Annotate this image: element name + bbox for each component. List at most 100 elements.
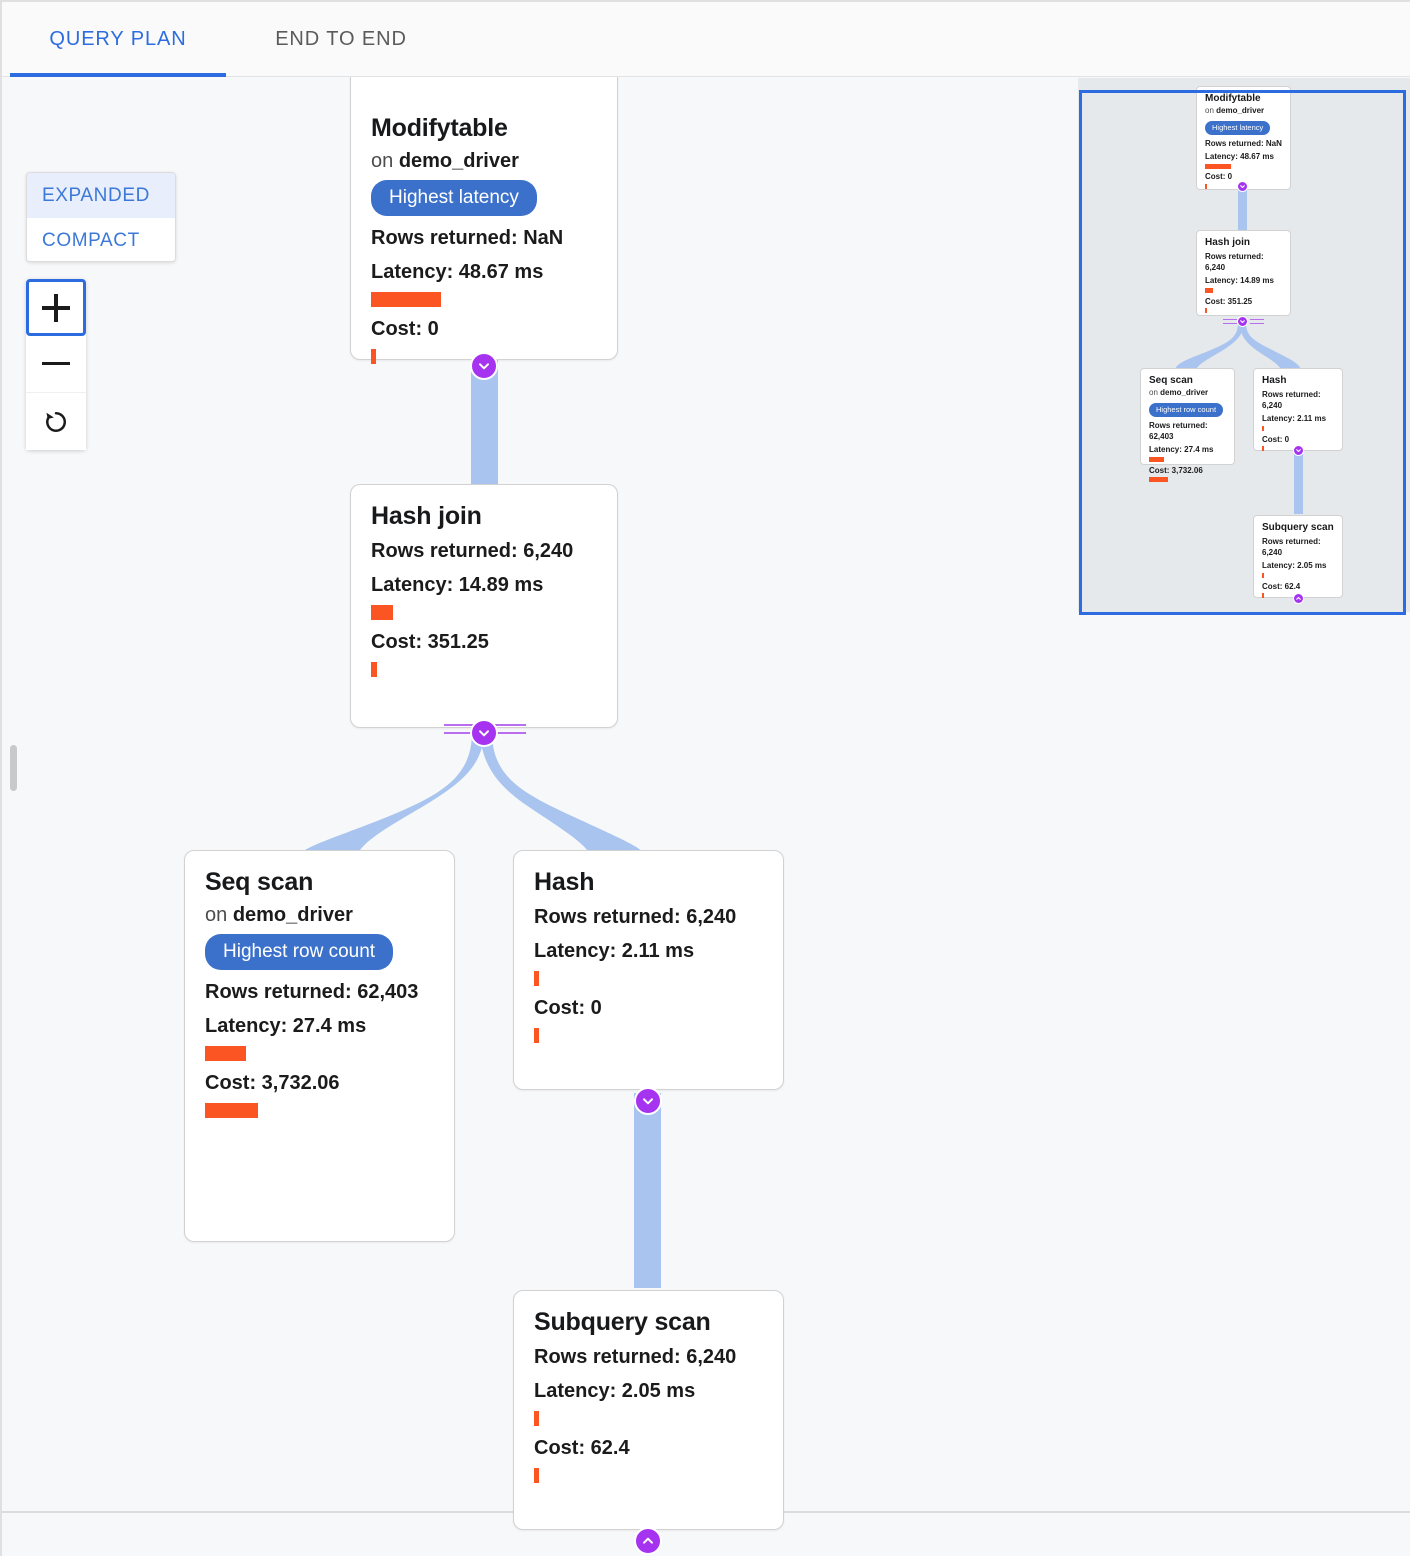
tab-end-to-end[interactable]: END TO END bbox=[234, 2, 448, 77]
expand-toggle-subquery-scan[interactable] bbox=[634, 1527, 662, 1555]
mm-status-badge: Highest row count bbox=[1149, 402, 1224, 417]
mm-cost: Cost: 62.4 bbox=[1262, 581, 1301, 591]
mm-cost: Cost: 0 bbox=[1205, 172, 1233, 182]
on-prefix: on bbox=[205, 903, 233, 926]
chevron-down-icon bbox=[1240, 320, 1245, 324]
status-badge: Highest latency bbox=[371, 179, 537, 216]
mm-latency: Latency: 27.4 ms bbox=[1149, 445, 1214, 455]
mm-latency-bar bbox=[1205, 288, 1213, 294]
rows-returned: Rows returned: 6,240 bbox=[371, 539, 574, 562]
rows-returned: Rows returned: 6,240 bbox=[534, 905, 737, 928]
tab-active-underline bbox=[10, 73, 226, 77]
reset-view-button[interactable] bbox=[26, 393, 86, 450]
mm-rows: Rows returned: NaN bbox=[1205, 139, 1282, 149]
plan-node-subquery-scan[interactable]: Subquery scan Rows returned: 6,240 Laten… bbox=[513, 1290, 784, 1530]
latency-label: Latency: 14.89 ms bbox=[371, 573, 544, 596]
chevron-down-icon bbox=[479, 730, 489, 737]
latency-bar bbox=[534, 970, 539, 986]
node-title: Modifytable bbox=[371, 114, 508, 142]
rows-returned: Rows returned: 6,240 bbox=[534, 1345, 737, 1368]
edge-hashjoin-seqscan bbox=[292, 732, 484, 867]
edge-hashjoin-hash bbox=[480, 732, 652, 867]
latency-bar bbox=[534, 1410, 539, 1426]
chevron-up-icon bbox=[1296, 596, 1301, 600]
collapse-toggle-modifytable[interactable] bbox=[470, 352, 498, 380]
minimap-join-rule bbox=[1223, 323, 1237, 324]
rows-returned: Rows returned: NaN bbox=[371, 226, 564, 249]
latency-bar bbox=[371, 291, 441, 307]
on-prefix: on bbox=[1149, 388, 1161, 397]
display-mode-toggle[interactable]: EXPANDED COMPACT bbox=[26, 172, 176, 262]
collapse-toggle-hash[interactable] bbox=[634, 1087, 662, 1115]
plan-node-hash[interactable]: Hash Rows returned: 6,240 Latency: 2.11 … bbox=[513, 850, 784, 1090]
mm-node-relation: on demo_driver bbox=[1149, 387, 1227, 399]
node-title: Hash join bbox=[371, 502, 482, 530]
cost-bar bbox=[371, 661, 377, 677]
plan-node-hash-join[interactable]: Hash join Rows returned: 6,240 Latency: … bbox=[350, 484, 618, 728]
cost-bar bbox=[534, 1027, 539, 1043]
mm-latency-bar bbox=[1262, 573, 1264, 579]
status-badge: Highest row count bbox=[205, 933, 394, 970]
mm-node-title: Seq scan bbox=[1149, 375, 1193, 386]
node-relation: on demo_driver bbox=[371, 146, 597, 176]
mm-rows: Rows returned: 6,240 bbox=[1262, 537, 1321, 558]
tab-query-plan-label: QUERY PLAN bbox=[49, 28, 187, 50]
mm-cost: Cost: 3,732.06 bbox=[1149, 465, 1203, 475]
relation-name: demo_driver bbox=[1160, 388, 1209, 397]
mm-latency: Latency: 48.67 ms bbox=[1205, 152, 1274, 162]
tab-query-plan[interactable]: QUERY PLAN bbox=[10, 2, 226, 77]
plan-node-modifytable[interactable]: Modifytable on demo_driver Highest laten… bbox=[350, 77, 618, 364]
minimap-node-modifytable: Modifytable on demo_driver Highest laten… bbox=[1196, 86, 1291, 190]
plan-node-seq-scan[interactable]: Seq scan on demo_driver Highest row coun… bbox=[184, 850, 455, 1242]
zoom-out-button[interactable] bbox=[26, 336, 86, 393]
minimap-node-subquery-scan: Subquery scan Rows returned: 6,240 Laten… bbox=[1253, 515, 1343, 599]
mode-compact-button[interactable]: COMPACT bbox=[27, 218, 175, 261]
mm-node-title: Hash join bbox=[1205, 237, 1251, 248]
cost-label: Cost: 351.25 bbox=[371, 630, 489, 653]
zoom-controls[interactable] bbox=[26, 279, 86, 450]
minimap-join-rule bbox=[1250, 323, 1264, 324]
minimap-toggle-hash bbox=[1293, 445, 1304, 456]
canvas-scroll-handle[interactable] bbox=[10, 745, 17, 791]
minimap-node-hash-join: Hash join Rows returned: 6,240 Latency: … bbox=[1196, 230, 1291, 316]
mode-expanded-label: EXPANDED bbox=[42, 184, 150, 206]
latency-label: Latency: 48.67 ms bbox=[371, 260, 544, 283]
join-rule-left bbox=[444, 721, 526, 737]
mm-latency-bar bbox=[1149, 457, 1164, 463]
cost-label: Cost: 0 bbox=[371, 317, 439, 340]
mm-latency-bar bbox=[1262, 426, 1264, 432]
mode-expanded-button[interactable]: EXPANDED bbox=[27, 173, 175, 218]
mm-latency-bar bbox=[1205, 163, 1231, 169]
chevron-down-icon bbox=[1240, 185, 1245, 189]
chevron-up-icon bbox=[643, 1537, 653, 1544]
tab-end-to-end-label: END TO END bbox=[275, 28, 407, 50]
mm-cost-bar bbox=[1149, 477, 1168, 483]
minimap-toggle-hash-join bbox=[1237, 316, 1248, 327]
mm-node-title: Subquery scan bbox=[1262, 522, 1334, 533]
mode-compact-label: COMPACT bbox=[42, 229, 140, 251]
mm-rows: Rows returned: 6,240 bbox=[1205, 252, 1264, 273]
collapse-toggle-hash-join[interactable] bbox=[470, 719, 498, 747]
mm-cost-bar bbox=[1262, 446, 1264, 452]
minimap-toggle-modifytable bbox=[1237, 181, 1248, 192]
mm-cost-bar bbox=[1262, 593, 1264, 599]
minimap-panel[interactable]: Modifytable on demo_driver Highest laten… bbox=[1078, 78, 1410, 612]
on-prefix: on bbox=[371, 149, 399, 172]
relation-name: demo_driver bbox=[1216, 106, 1265, 115]
mm-status-badge: Highest latency bbox=[1205, 120, 1271, 135]
minimap-node-hash: Hash Rows returned: 6,240 Latency: 2.11 … bbox=[1253, 368, 1343, 452]
node-title: Hash bbox=[534, 868, 595, 896]
latency-label: Latency: 27.4 ms bbox=[205, 1014, 367, 1037]
plus-icon bbox=[42, 293, 70, 322]
mm-rows: Rows returned: 62,403 bbox=[1149, 421, 1208, 442]
mm-latency: Latency: 14.89 ms bbox=[1205, 276, 1274, 286]
cost-bar bbox=[205, 1102, 258, 1118]
relation-name: demo_driver bbox=[398, 149, 519, 172]
tab-bar: QUERY PLAN END TO END bbox=[0, 0, 1410, 77]
mm-node-title: Hash bbox=[1262, 375, 1287, 386]
zoom-in-button[interactable] bbox=[26, 279, 86, 336]
latency-bar bbox=[371, 604, 393, 620]
cost-label: Cost: 62.4 bbox=[534, 1436, 630, 1459]
chevron-down-icon bbox=[479, 363, 489, 370]
rows-returned: Rows returned: 62,403 bbox=[205, 980, 419, 1003]
